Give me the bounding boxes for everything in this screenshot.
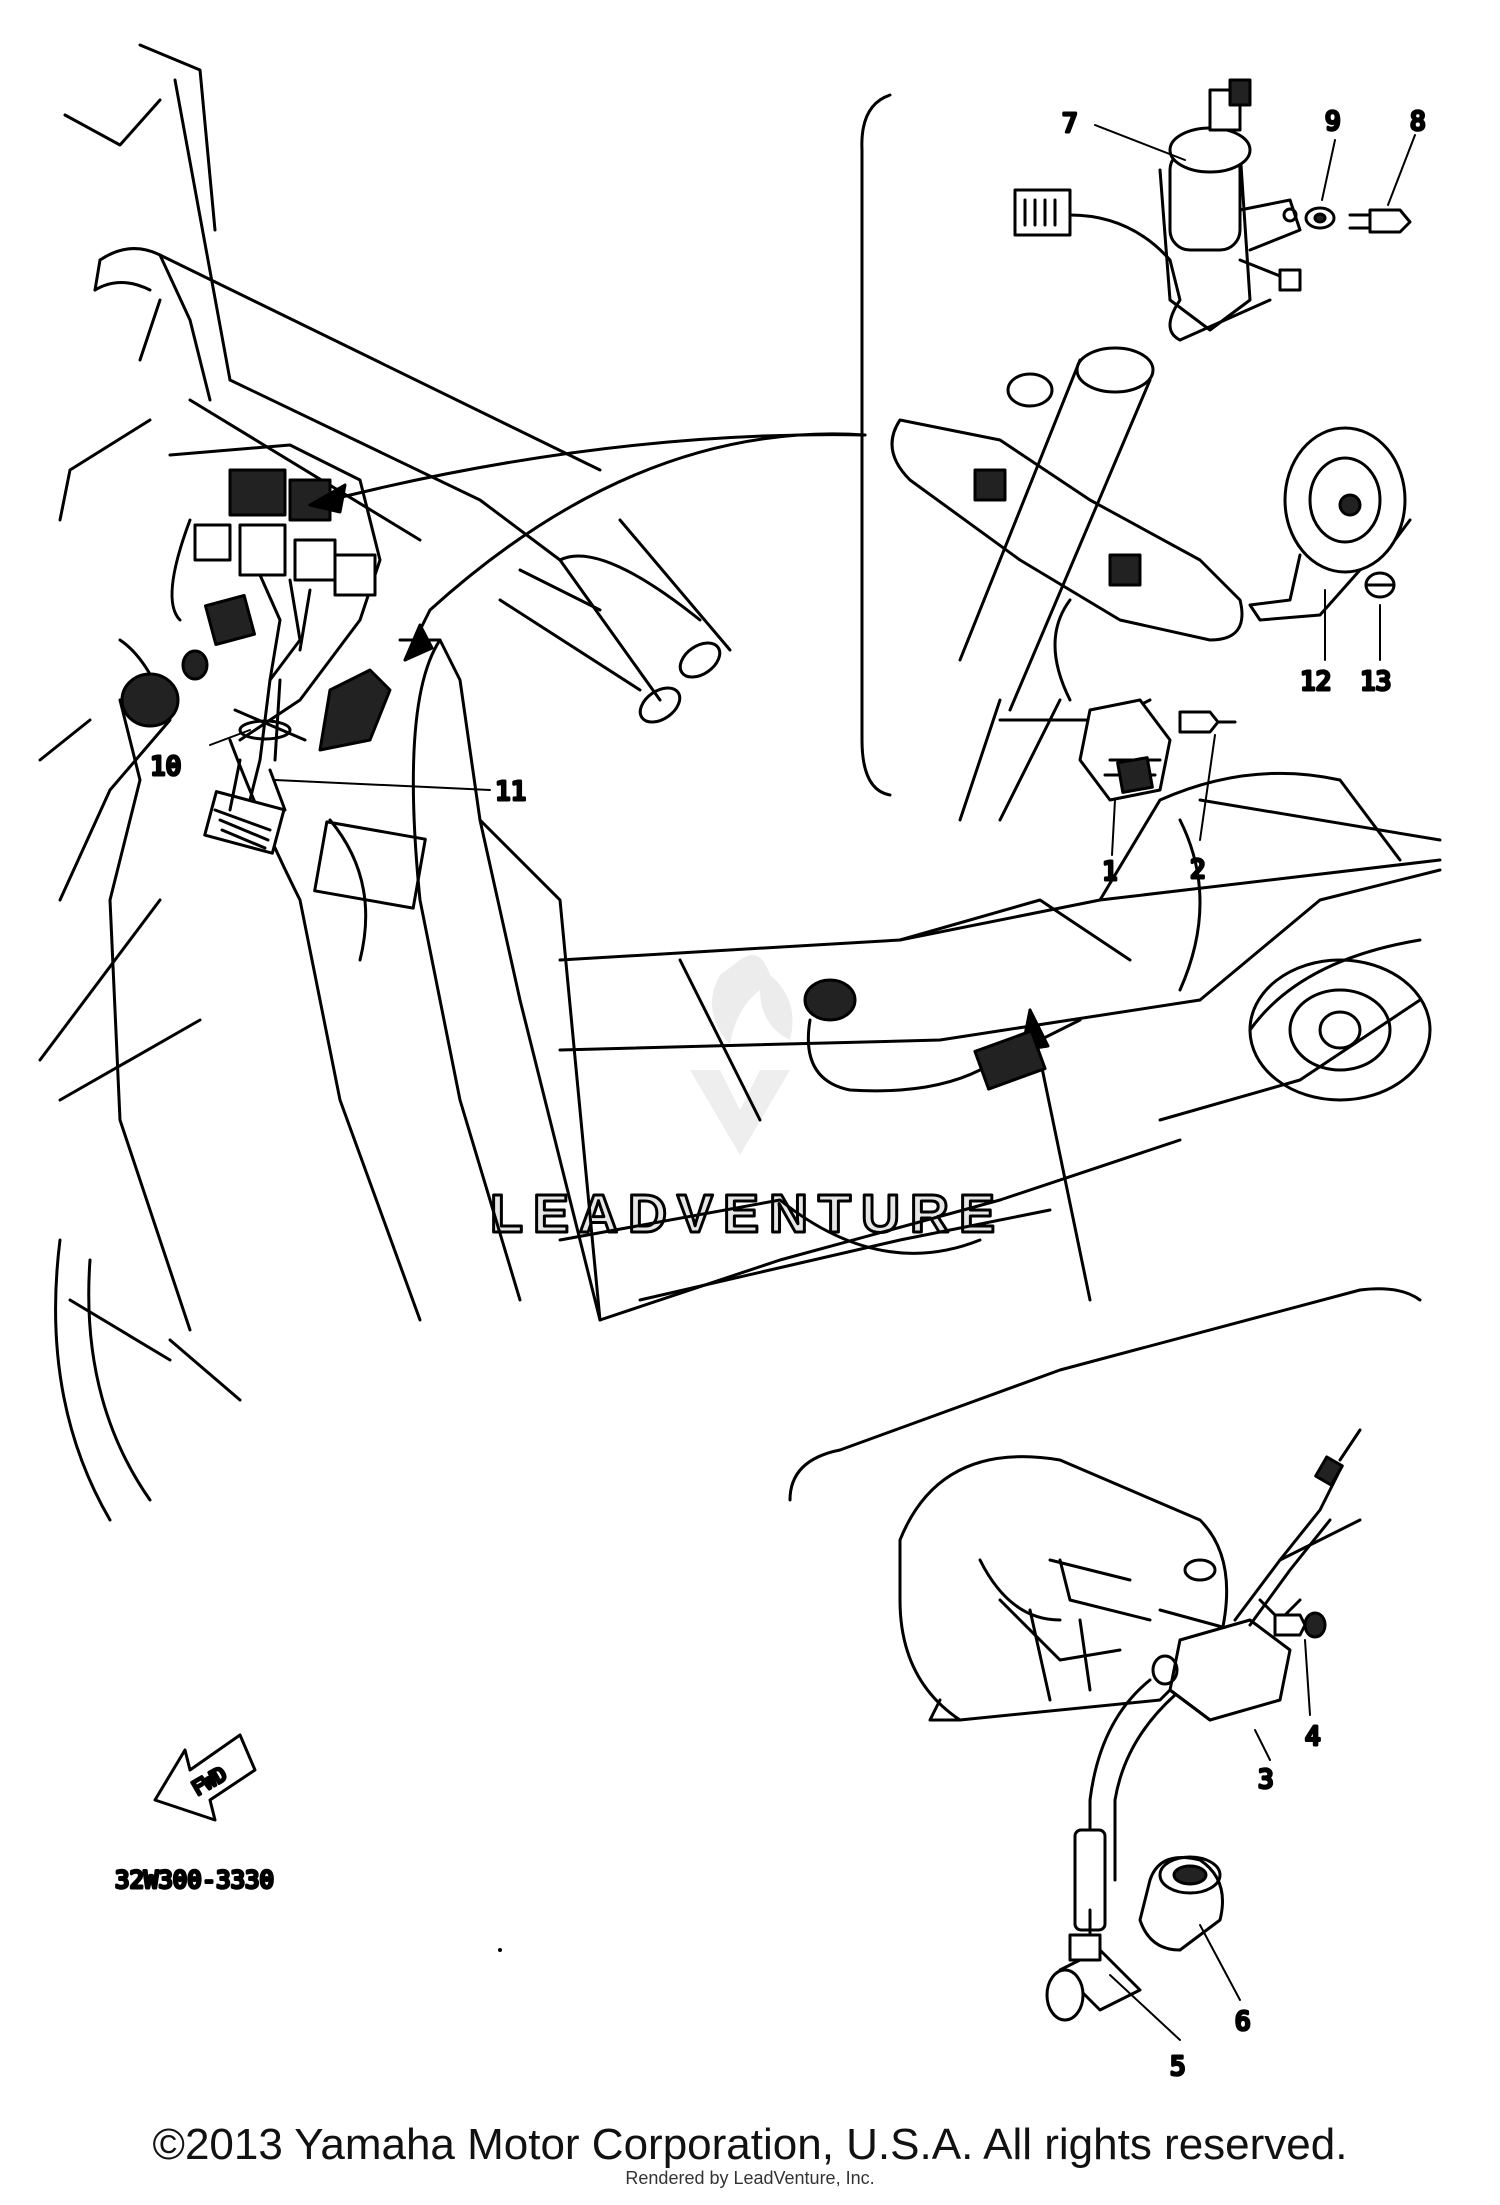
- callout-6: 6: [1235, 2007, 1251, 2037]
- leader-lines: [308, 432, 1092, 1302]
- bolt-part-2: [1178, 710, 1237, 734]
- watermark-text: LEADVENTURE: [490, 1184, 1005, 1244]
- cover-part-6: [1138, 1855, 1224, 1952]
- high-tension-lead: [1073, 1678, 1177, 1962]
- copyright-notice: ©2013 Yamaha Motor Corporation, U.S.A. A…: [152, 2120, 1348, 2169]
- switch-cluster: [120, 468, 392, 855]
- inset-bracket-lower: [788, 1287, 1422, 1502]
- washer-part-9: [1304, 206, 1336, 230]
- ignition-coil-assy: [803, 978, 1082, 1093]
- callout-12: 12: [1300, 667, 1331, 697]
- callout-9: 9: [1325, 107, 1341, 137]
- callouts: 7 9 8 12 13 1 2 10 11 4 3 6 5: [149, 106, 1428, 2084]
- callout-4: 4: [1305, 1722, 1321, 1752]
- fwd-arrow: FWD: [153, 1733, 257, 1822]
- callout-10: 10: [150, 752, 181, 782]
- callout-11: 11: [495, 777, 526, 807]
- diagram-code: 32W300-3330: [115, 1866, 274, 1894]
- callout-leaders: [209, 124, 1416, 2041]
- bolt-part-13: [1364, 571, 1396, 599]
- watermark: LEADVENTURE: [489, 955, 1005, 1246]
- callout-13: 13: [1360, 667, 1391, 697]
- scooter-body: [38, 43, 1442, 1522]
- coil-part-3: [1151, 1428, 1362, 1722]
- rendered-by-note: Rendered by LeadVenture, Inc.: [625, 2168, 875, 2188]
- plug-cap-part-5: [1045, 1933, 1142, 2022]
- callout-7: 7: [1062, 109, 1078, 139]
- stray-dot: [498, 1948, 502, 1952]
- horn-part-12: [1248, 426, 1412, 622]
- callout-1: 1: [1102, 857, 1118, 887]
- relay-part-1: [1078, 698, 1172, 802]
- main-switch-part-7: [1013, 78, 1302, 342]
- callout-2: 2: [1190, 855, 1206, 885]
- bolt-part-8: [1348, 208, 1412, 234]
- steering-bracket: [890, 346, 1244, 722]
- inset-bracket-upper: [860, 93, 892, 797]
- bolt-part-4: [1273, 1611, 1327, 1639]
- callout-5: 5: [1170, 2052, 1186, 2082]
- callout-8: 8: [1410, 107, 1426, 137]
- callout-3: 3: [1258, 1765, 1274, 1795]
